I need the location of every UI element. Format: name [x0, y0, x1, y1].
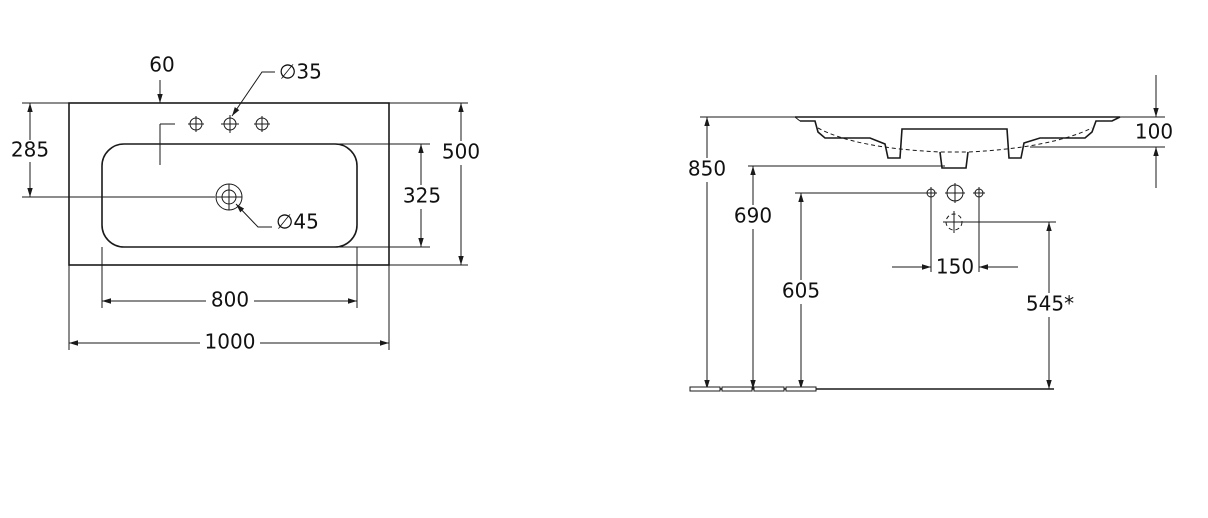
- basin-profile: [794, 116, 1121, 169]
- dim-waste-diameter: ∅45: [276, 210, 319, 234]
- top-view: 60 ∅35 285 ∅45 500 325 800: [8, 53, 483, 355]
- dim-rim-height: 850: [688, 157, 726, 181]
- dim-supply-height: 605: [782, 279, 820, 303]
- dim-overall-depth: 500: [442, 140, 480, 164]
- wall-waste-icon: [943, 211, 965, 233]
- bowl-outline: [101, 143, 358, 248]
- leader-tap-hole: [231, 71, 275, 117]
- dim-tap-hole-diameter: ∅35: [279, 60, 322, 84]
- floor-line: [689, 386, 1054, 392]
- dim-rim-thickness: 100: [1135, 120, 1173, 144]
- dim-bowl-bottom-height: 690: [734, 204, 772, 228]
- dim-supply-spacing: 150: [936, 255, 974, 279]
- basin-outline: [68, 102, 390, 266]
- leader-waste: [235, 203, 272, 228]
- dim-hole-offset: 60: [149, 53, 174, 77]
- dim-depth-to-waste: 285: [11, 138, 49, 162]
- dim-bowl-width: 800: [211, 288, 249, 312]
- supply-valves: [925, 183, 985, 203]
- dim-bowl-depth: 325: [403, 184, 441, 208]
- waste-outlet-icon: [215, 183, 243, 211]
- side-view: 850 690 605 150: [685, 75, 1173, 392]
- tap-holes: [159, 115, 270, 165]
- dim-waste-height: 545*: [1026, 292, 1074, 316]
- dim-overall-width: 1000: [205, 330, 256, 354]
